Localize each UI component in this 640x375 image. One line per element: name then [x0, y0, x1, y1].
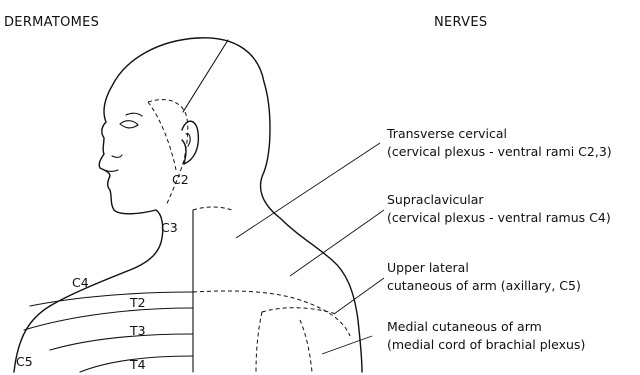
nerve-upper-lateral-detail: cutaneous of arm (axillary, C5): [387, 278, 581, 293]
nerve-medial-cutaneous-detail: (medial cord of brachial plexus): [387, 337, 585, 352]
nerve-transverse-cervical-name: Transverse cervical: [386, 126, 507, 141]
dermatome-c5: C5: [16, 354, 33, 369]
dermatome-t2: T2: [129, 295, 146, 310]
dermatome-c2: C2: [172, 172, 189, 187]
nerve-medial-cutaneous-name: Medial cutaneous of arm: [387, 319, 542, 334]
dermatome-t4: T4: [129, 357, 146, 372]
dermatome-boundaries: [24, 40, 350, 372]
nerves-header: NERVES: [434, 15, 487, 30]
dermatome-t3: T3: [129, 323, 146, 338]
nerve-upper-lateral-name: Upper lateral: [387, 260, 469, 275]
nerve-labels: Transverse cervical (cervical plexus - v…: [386, 126, 612, 352]
body-outline: [14, 38, 362, 372]
dermatomes-header: DERMATOMES: [4, 15, 99, 30]
nerve-supraclavicular-name: Supraclavicular: [387, 192, 484, 207]
nerve-supraclavicular-detail: (cervical plexus - ventral ramus C4): [387, 210, 611, 225]
dermatome-c4: C4: [72, 275, 89, 290]
leader-lines: [236, 143, 384, 354]
dermatome-c3: C3: [161, 220, 178, 235]
nerve-transverse-cervical-detail: (cervical plexus - ventral rami C2,3): [387, 144, 612, 159]
dermatome-labels: C2 C3 C4 T2 T3 T4 C5: [16, 172, 189, 372]
